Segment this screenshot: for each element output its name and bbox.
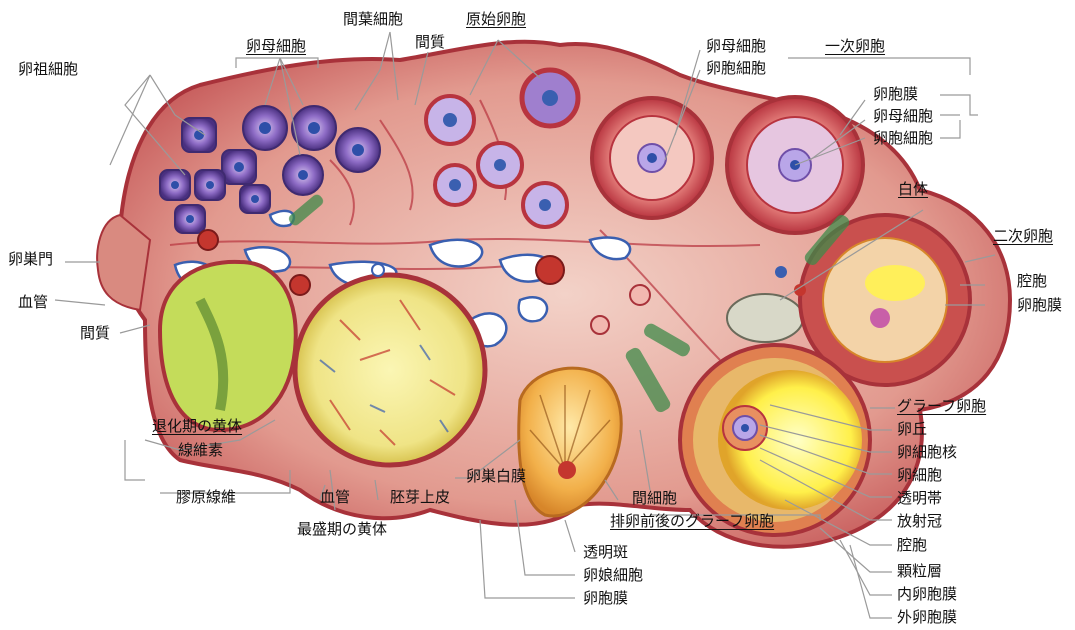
label-follicle-cell-right: 卵胞細胞 bbox=[873, 129, 933, 147]
label-zona-pellucida: 透明帯 bbox=[897, 489, 942, 507]
label-oocyte-cell: 卵細胞 bbox=[897, 466, 942, 484]
label-blood-vessel-left: 血管 bbox=[18, 293, 48, 311]
label-mesenchymal-cell: 間葉細胞 bbox=[343, 10, 403, 28]
regressing-corpus-luteum bbox=[160, 262, 296, 430]
label-primordial-follicle: 原始卵胞 bbox=[466, 10, 526, 28]
label-corpus-albicans: 白体 bbox=[898, 180, 928, 198]
label-oocyte-right: 卵母細胞 bbox=[873, 107, 933, 125]
label-theca-externa: 外卵胞膜 bbox=[897, 608, 957, 626]
label-hilum: 卵巣門 bbox=[8, 250, 53, 268]
label-antrum-right: 腔胞 bbox=[1017, 272, 1047, 290]
label-antrum: 腔胞 bbox=[897, 536, 927, 554]
label-oocyte-nucleus: 卵細胞核 bbox=[897, 443, 957, 461]
label-primary-follicle: 一次卵胞 bbox=[825, 37, 885, 55]
label-oocyte-top: 卵母細胞 bbox=[706, 37, 766, 55]
label-granulosa-layer: 顆粒層 bbox=[897, 562, 942, 580]
label-germinal-epithelium: 胚芽上皮 bbox=[390, 488, 450, 506]
label-oogonium: 卵祖細胞 bbox=[18, 60, 78, 78]
label-follicle-membrane-top: 卵胞膜 bbox=[873, 85, 918, 103]
label-ovulatory-graafian: 排卵前後のグラーフ卵胞 bbox=[610, 512, 774, 530]
label-interstitial-cell: 間細胞 bbox=[632, 489, 677, 507]
corpus-albicans bbox=[727, 294, 803, 342]
label-granulosa-lutein: 卵娘細胞 bbox=[583, 566, 643, 584]
primary-follicle-1 bbox=[592, 98, 712, 218]
label-stigma: 透明斑 bbox=[583, 543, 628, 561]
label-secondary-follicle: 二次卵胞 bbox=[993, 227, 1053, 245]
label-follicle-membrane-bottom: 卵胞膜 bbox=[583, 589, 628, 607]
label-blood-vessel-bottom: 血管 bbox=[320, 488, 350, 506]
label-follicle-membrane-right: 卵胞膜 bbox=[1017, 296, 1062, 314]
label-theca-interna: 内卵胞膜 bbox=[897, 585, 957, 603]
label-tunica-albuginea: 卵巣白膜 bbox=[466, 467, 526, 485]
label-regressing-corpus-luteum: 退化期の黄体 bbox=[152, 417, 242, 435]
label-stroma-left: 間質 bbox=[80, 324, 110, 342]
label-stroma-top: 間質 bbox=[415, 33, 445, 51]
label-follicle-cell-top: 卵胞細胞 bbox=[706, 59, 766, 77]
label-oocytes-group: 卵母細胞 bbox=[246, 37, 306, 55]
label-collagen-fiber: 膠原線維 bbox=[176, 488, 236, 506]
peak-corpus-luteum bbox=[295, 275, 485, 465]
label-fibrin: 線維素 bbox=[178, 441, 223, 459]
label-graafian-follicle: グラーフ卵胞 bbox=[897, 397, 986, 415]
label-peak-corpus-luteum: 最盛期の黄体 bbox=[297, 520, 387, 538]
label-cumulus: 卵丘 bbox=[897, 420, 927, 438]
label-corona-radiata: 放射冠 bbox=[897, 512, 942, 530]
